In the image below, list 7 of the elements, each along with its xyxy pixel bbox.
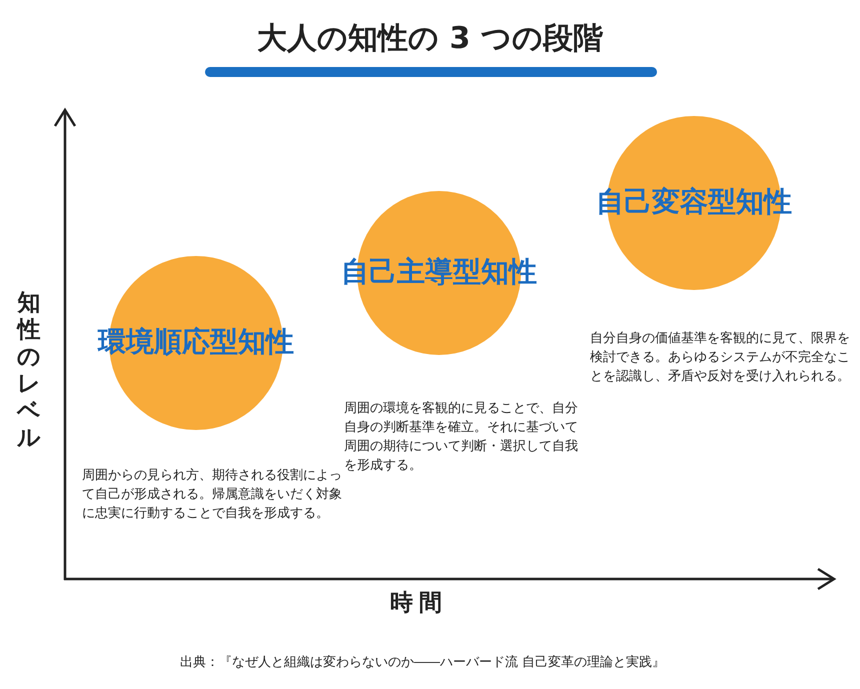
axis-label: 時間 bbox=[390, 589, 448, 618]
caption: 出典：『なぜ人と組織は変わらないのか――ハーバード流 自己変革の理論と実践』 bbox=[180, 654, 666, 671]
description-text: 自分自身の価値基準を客観的に見て、限界を検討できる。あらゆるシステムが不完全なことを認識し、矛盾や反対を受け入れられる。 bbox=[590, 330, 851, 386]
description-text: 周囲からの見られ方、期待される役割によって自己が形成される。帰属意識をいだく対象に忠実に行動することで自我を形成する。 bbox=[82, 467, 343, 523]
title: 大人の知性の 3 つの段階 bbox=[256, 20, 604, 58]
description-text: 周囲の環境を客観的に見ることで、自分自身の判断基準を確立。それに基づいて周囲の期待について判断・選択して自我を形成する。 bbox=[344, 400, 579, 475]
axis-label: 知性のレベル bbox=[16, 290, 42, 452]
